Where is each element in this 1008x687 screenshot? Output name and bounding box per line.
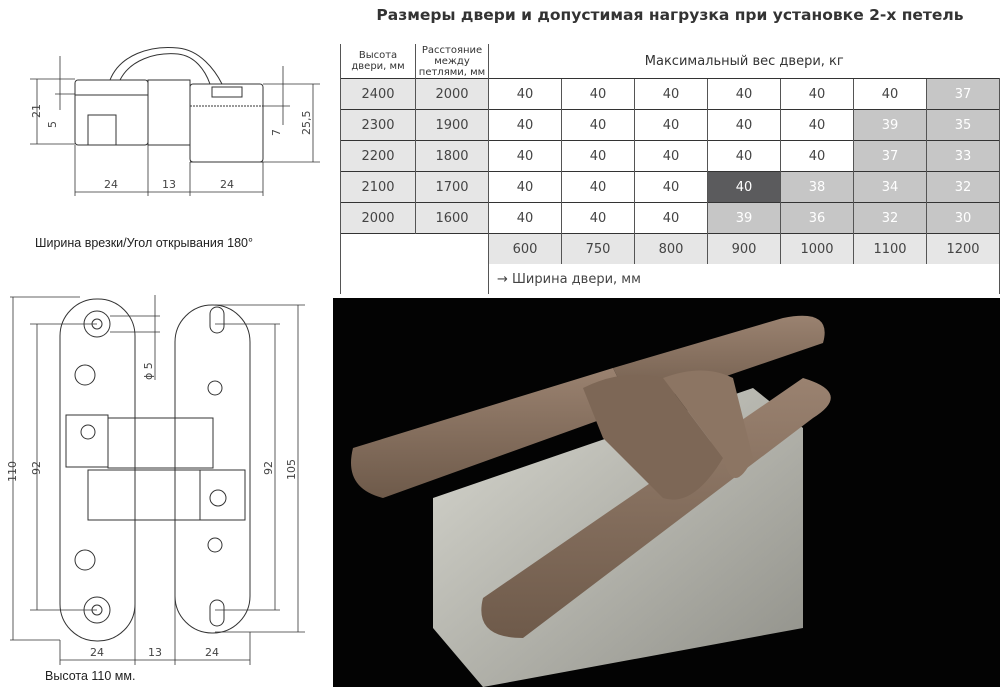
door-height-cell: 2200 xyxy=(340,140,416,172)
max-weight-cell: 40 xyxy=(488,202,562,234)
max-weight-cell: 40 xyxy=(561,171,635,203)
hinge-distance-cell: 1800 xyxy=(415,140,489,172)
hinge-image xyxy=(351,315,831,687)
top-drawing-caption: Ширина врезки/Угол открывания 180° xyxy=(35,236,253,250)
dim-24-left: 24 xyxy=(90,646,104,659)
dim-24-left: 24 xyxy=(104,178,118,191)
table-header-row: Высота двери, мм Расстояние между петлям… xyxy=(340,44,1000,79)
dim-92-left: 92 xyxy=(30,461,43,475)
dim-5: 5 xyxy=(46,121,59,128)
width-cell: 1200 xyxy=(926,233,1000,264)
max-weight-cell: 40 xyxy=(634,202,708,234)
max-weight-cell: 37 xyxy=(853,140,927,172)
front-view-drawing: 110 92 ϕ 5 92 105 24 13 24 xyxy=(6,295,305,665)
max-weight-cell: 40 xyxy=(561,140,635,172)
dim-24-right: 24 xyxy=(205,646,219,659)
max-weight-cell: 40 xyxy=(488,140,562,172)
product-photo xyxy=(333,298,1000,687)
max-weight-cell: 40 xyxy=(488,78,562,110)
max-weight-cell: 40 xyxy=(634,140,708,172)
header-max-weight: Максимальный вес двери, кг xyxy=(488,44,1000,79)
width-row: 600 750 800 900 1000 1100 1200 xyxy=(340,233,1000,264)
dim-phi-5: ϕ 5 xyxy=(142,362,155,380)
max-weight-cell: 40 xyxy=(488,109,562,141)
door-height-cell: 2000 xyxy=(340,202,416,234)
door-height-cell: 2300 xyxy=(340,109,416,141)
max-weight-cell: 40 xyxy=(488,171,562,203)
max-weight-cell: 40 xyxy=(780,109,854,141)
width-axis-label: → Ширина двери, мм xyxy=(488,264,1000,294)
dim-25-5: 25,5 xyxy=(300,111,313,136)
max-weight-cell: 35 xyxy=(926,109,1000,141)
hinge-distance-cell: 1600 xyxy=(415,202,489,234)
width-cell: 900 xyxy=(707,233,781,264)
max-weight-cell: 34 xyxy=(853,171,927,203)
width-label-row: → Ширина двери, мм xyxy=(340,264,1000,294)
max-weight-cell: 40 xyxy=(707,140,781,172)
bottom-drawing-caption: Высота 110 мм. xyxy=(45,669,136,683)
max-weight-cell: 36 xyxy=(780,202,854,234)
page-title: Размеры двери и допустимая нагрузка при … xyxy=(376,6,964,24)
dim-110: 110 xyxy=(6,461,19,482)
max-weight-cell: 37 xyxy=(926,78,1000,110)
hinge-distance-cell: 1900 xyxy=(415,109,489,141)
max-weight-cell: 39 xyxy=(707,202,781,234)
dim-21: 21 xyxy=(30,104,43,118)
width-cell: 800 xyxy=(634,233,708,264)
dim-7: 7 xyxy=(270,129,283,136)
max-weight-cell: 40 xyxy=(634,109,708,141)
dim-13: 13 xyxy=(162,178,176,191)
width-cell: 600 xyxy=(488,233,562,264)
dim-92-right: 92 xyxy=(262,461,275,475)
max-weight-cell: 40 xyxy=(561,78,635,110)
max-weight-cell: 40 xyxy=(780,78,854,110)
max-weight-cell: 30 xyxy=(926,202,1000,234)
hinge-distance-cell: 2000 xyxy=(415,78,489,110)
max-weight-cell: 38 xyxy=(780,171,854,203)
width-cell: 750 xyxy=(561,233,635,264)
max-weight-cell: 32 xyxy=(853,202,927,234)
width-cell: 1000 xyxy=(780,233,854,264)
header-door-height: Высота двери, мм xyxy=(340,44,416,79)
width-cell: 1100 xyxy=(853,233,927,264)
max-weight-cell: 40 xyxy=(853,78,927,110)
max-weight-cell: 40 xyxy=(634,78,708,110)
max-weight-cell: 33 xyxy=(926,140,1000,172)
dim-24-right: 24 xyxy=(220,178,234,191)
max-weight-cell: 40 xyxy=(561,202,635,234)
load-table: Высота двери, мм Расстояние между петлям… xyxy=(340,44,1000,294)
max-weight-cell: 40 xyxy=(780,140,854,172)
max-weight-cell: 39 xyxy=(853,109,927,141)
door-height-cell: 2400 xyxy=(340,78,416,110)
hinge-distance-cell: 1700 xyxy=(415,171,489,203)
max-weight-cell: 40 xyxy=(634,171,708,203)
max-weight-cell: 40 xyxy=(707,78,781,110)
max-weight-cell: 40 xyxy=(707,171,781,203)
header-hinge-distance: Расстояние между петлями, мм xyxy=(415,44,489,79)
max-weight-cell: 40 xyxy=(707,109,781,141)
max-weight-cell: 32 xyxy=(926,171,1000,203)
max-weight-cell: 40 xyxy=(561,109,635,141)
door-height-cell: 2100 xyxy=(340,171,416,203)
dim-13: 13 xyxy=(148,646,162,659)
side-view-drawing: 21 5 7 25,5 24 13 24 xyxy=(30,46,320,196)
dim-105: 105 xyxy=(285,459,298,480)
